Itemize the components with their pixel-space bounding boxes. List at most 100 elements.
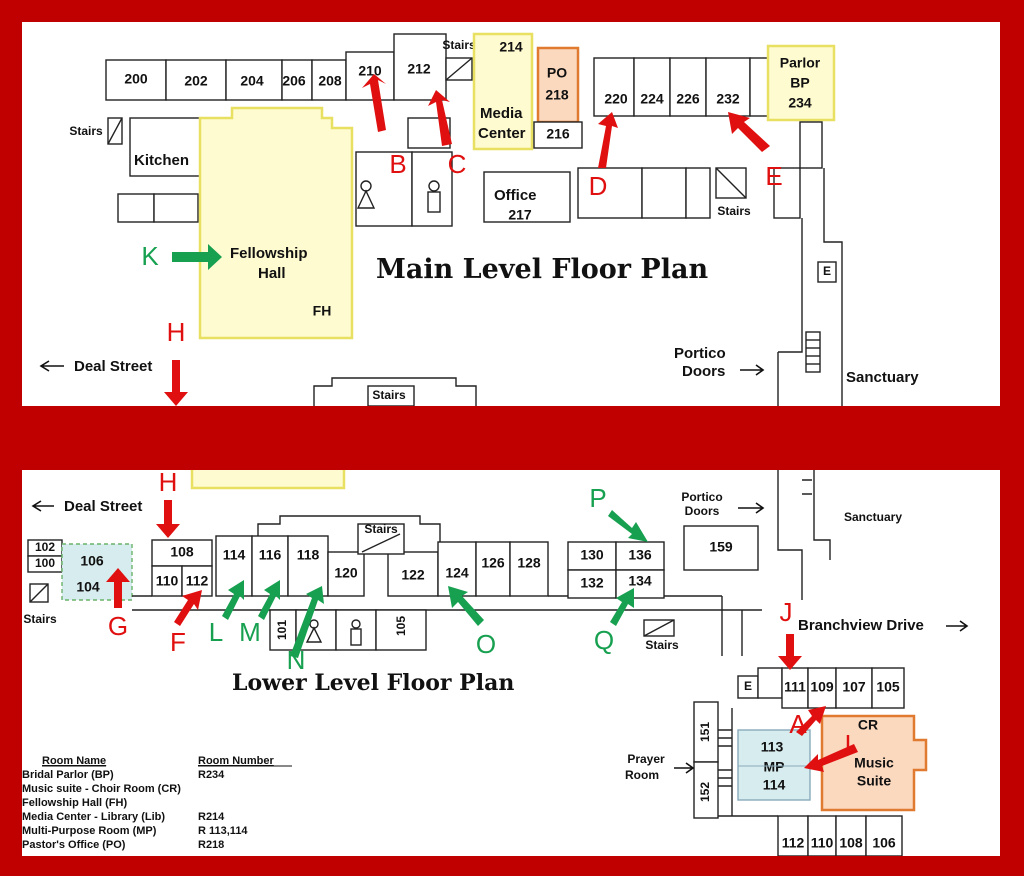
room-206: 206	[282, 73, 306, 89]
room-200: 200	[124, 71, 148, 87]
marker-arrow-f-icon	[174, 590, 202, 626]
portico-arrow-icon	[738, 502, 765, 514]
fellowship-hall-highlight[interactable]	[198, 106, 354, 340]
fellowship-hall-edge	[190, 470, 346, 490]
main-level-map: 200 202 204 206 208 210 212 Stairs 214 M…	[39, 32, 919, 406]
marker-c[interactable]: C	[448, 149, 467, 179]
marker-l[interactable]: L	[209, 617, 223, 647]
music-suite-highlight[interactable]	[820, 714, 928, 812]
pastor-office-code: PO	[547, 65, 567, 81]
room-row-200s	[105, 33, 447, 101]
marker-a[interactable]: A	[789, 709, 807, 739]
marker-e[interactable]: E	[765, 161, 782, 191]
right-wing-rooms	[693, 667, 905, 856]
room-226: 226	[676, 91, 700, 107]
room-106: 106	[80, 553, 104, 569]
multi-purpose-code: MP	[764, 759, 785, 775]
room-102: 102	[35, 540, 55, 554]
room-106-wing: 106	[872, 835, 896, 851]
legend-row-num: R 113,114	[198, 825, 248, 837]
room-214: 214	[499, 39, 523, 55]
room-204: 204	[240, 73, 264, 89]
marker-f[interactable]: F	[170, 627, 186, 657]
stairs-label-mid: Stairs	[717, 204, 751, 218]
portico-label-2: Doors	[682, 363, 725, 380]
marker-arrow-m-icon	[258, 580, 280, 620]
marker-arrow-c-icon	[428, 90, 452, 146]
room-151: 151	[698, 722, 712, 742]
marker-j[interactable]: J	[780, 597, 793, 627]
room-112-wing: 112	[782, 835, 805, 851]
marker-arrow-a-icon	[796, 706, 826, 736]
lower-level-map: Deal Street 102 100 106 104 Stairs 108 1…	[22, 470, 969, 856]
marker-m[interactable]: M	[239, 617, 261, 647]
marker-b[interactable]: B	[389, 149, 406, 179]
parlor-label: Parlor	[780, 55, 821, 71]
sanctuary-label-lower: Sanctuary	[844, 510, 902, 524]
branchview-arrow-icon	[946, 620, 969, 632]
stairs-label-bottom: Stairs	[372, 388, 406, 402]
stairs-icon	[715, 167, 747, 199]
marker-arrow-h-icon	[164, 360, 188, 406]
room-152: 152	[698, 782, 712, 802]
music-suite-label-2: Suite	[857, 773, 891, 789]
multi-purpose-highlight[interactable]	[737, 729, 811, 801]
legend-row-name: Pastor's Office (PO)	[22, 839, 126, 851]
room-212: 212	[407, 61, 431, 77]
marker-d[interactable]: D	[589, 171, 608, 201]
marker-arrow-n-icon	[290, 586, 324, 658]
marker-arrow-p-icon	[608, 510, 648, 542]
media-center-highlight[interactable]	[472, 32, 534, 151]
legend-row-name: Fellowship Hall (FH)	[22, 797, 127, 809]
marker-h[interactable]: H	[167, 317, 186, 347]
restroom-women-icon	[305, 619, 323, 643]
room-116: 116	[259, 547, 282, 563]
marker-q[interactable]: Q	[594, 625, 614, 655]
stairs-label-lower-left: Stairs	[23, 612, 57, 626]
marker-o[interactable]: O	[476, 629, 496, 659]
marker-arrow-k-icon	[172, 244, 222, 270]
room-110: 110	[156, 573, 179, 589]
marker-i[interactable]: I	[844, 729, 851, 759]
choir-room-code: CR	[858, 717, 878, 733]
room-107: 107	[842, 679, 866, 695]
lower-level-panel: Deal Street 102 100 106 104 Stairs 108 1…	[22, 470, 1000, 856]
prayer-room-label-1: Prayer	[627, 752, 665, 766]
room-114: 114	[223, 547, 246, 563]
marker-arrow-o-icon	[448, 586, 484, 626]
room-112: 112	[186, 573, 209, 589]
restroom-men-icon	[350, 619, 362, 646]
pastor-office-highlight[interactable]	[536, 46, 580, 124]
portico-label-1: Portico	[674, 345, 726, 362]
portico-label-lower-1: Portico	[681, 490, 722, 504]
deal-street-label: Deal Street	[74, 358, 152, 375]
room-110-wing: 110	[811, 835, 834, 851]
legend-row-name: Multi-Purpose Room (MP)	[22, 825, 157, 837]
stairs-icon	[445, 57, 473, 81]
prayer-room-arrow-icon	[674, 762, 695, 774]
legend-row-num: R234	[198, 769, 225, 781]
sanctuary-label: Sanctuary	[846, 369, 919, 386]
music-suite-label-1: Music	[854, 755, 894, 771]
fellowship-label-2: Hall	[258, 265, 286, 282]
room-108: 108	[170, 544, 194, 560]
marker-g[interactable]: G	[108, 611, 128, 641]
marker-arrow-j-icon	[778, 634, 802, 670]
legend-row-name: Media Center - Library (Lib)	[22, 811, 165, 823]
marker-n[interactable]: N	[287, 645, 306, 675]
room-legend: Room Name Room Number Bridal Parlor (BP)…	[22, 755, 292, 851]
marker-arrow-q-icon	[610, 588, 634, 626]
room-124: 124	[445, 565, 469, 581]
marker-p[interactable]: P	[589, 483, 606, 513]
bridal-parlor-highlight[interactable]	[766, 44, 836, 122]
stairs-icon	[29, 583, 49, 603]
room-126: 126	[481, 555, 505, 571]
marker-k[interactable]: K	[141, 241, 159, 271]
elevator-main: E	[823, 264, 831, 278]
stairs-label-left: Stairs	[69, 124, 103, 138]
room-105-wing: 105	[876, 679, 900, 695]
marker-arrow-d-icon	[598, 112, 618, 168]
stairs-label-lower-right: Stairs	[645, 638, 679, 652]
marker-h-lower[interactable]: H	[159, 470, 178, 497]
marker-arrow-i-icon	[804, 744, 858, 772]
